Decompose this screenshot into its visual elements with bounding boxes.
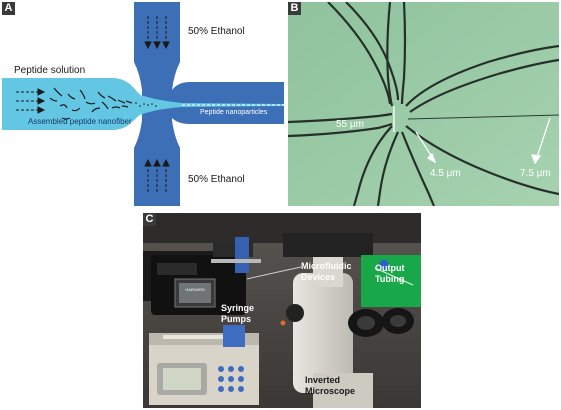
inverted-microscope	[280, 233, 414, 408]
label-output-tubing: Output Tubing	[375, 263, 407, 284]
label-inverted-microscope: Inverted Microscope	[305, 375, 355, 396]
label-output-tubing-line1: Output	[375, 263, 405, 273]
label-output-tubing-line2: Tubing	[375, 274, 404, 284]
panel-b: 55 μm 4.5 μm 7.5 μm B	[288, 2, 559, 206]
label-assembled-nanofiber: Assembled peptide nanofiber	[28, 117, 132, 126]
channel-walls	[288, 2, 559, 206]
nanofibers	[49, 87, 133, 120]
focused-stream	[407, 114, 559, 120]
nanoparticles	[135, 102, 157, 107]
width-markers	[393, 106, 551, 165]
label-peptide-nanoparticles: Peptide nanoparticles	[200, 109, 268, 116]
panel-c-tag: C	[143, 213, 156, 226]
label-ethanol-bottom: 50% Ethanol	[188, 174, 245, 185]
label-syringe-pumps-line2: Pumps	[221, 314, 251, 324]
syringe-pump-upper: HARVARD	[151, 237, 261, 315]
label-microfluidic-devices: Microfluidic Devices	[301, 261, 354, 282]
output-tubing	[361, 255, 421, 307]
label-7-5um: 7.5 μm	[520, 168, 551, 179]
panel-c-photo: HARVARD	[143, 213, 421, 408]
pump-brand: HARVARD	[185, 287, 204, 292]
panel-a-diagram: Peptide solution 50% Ethanol 50% Ethanol…	[2, 2, 284, 206]
label-inverted-microscope-line2: Microscope	[305, 386, 355, 396]
panel-c: HARVARD	[143, 213, 421, 408]
label-peptide-solution: Peptide solution	[14, 65, 85, 76]
label-ethanol-top: 50% Ethanol	[188, 26, 245, 37]
label-55um: 55 μm	[336, 119, 364, 130]
label-4-5um: 4.5 μm	[430, 168, 461, 179]
panel-b-micrograph: 55 μm 4.5 μm 7.5 μm	[288, 2, 559, 206]
panel-a: Peptide solution 50% Ethanol 50% Ethanol…	[2, 2, 284, 206]
flow-arrows	[16, 16, 170, 192]
panel-b-tag: B	[288, 2, 301, 15]
label-inverted-microscope-line1: Inverted	[305, 375, 340, 385]
label-syringe-pumps-line1: Syringe	[221, 303, 254, 313]
syringe-pump-lower	[149, 325, 259, 405]
channel-network	[2, 2, 284, 206]
label-microfluidic-devices-line1: Microfluidic	[301, 261, 352, 271]
panel-a-tag: A	[2, 2, 15, 15]
label-syringe-pumps: Syringe Pumps	[221, 303, 257, 324]
label-microfluidic-devices-line2: Devices	[301, 272, 335, 282]
